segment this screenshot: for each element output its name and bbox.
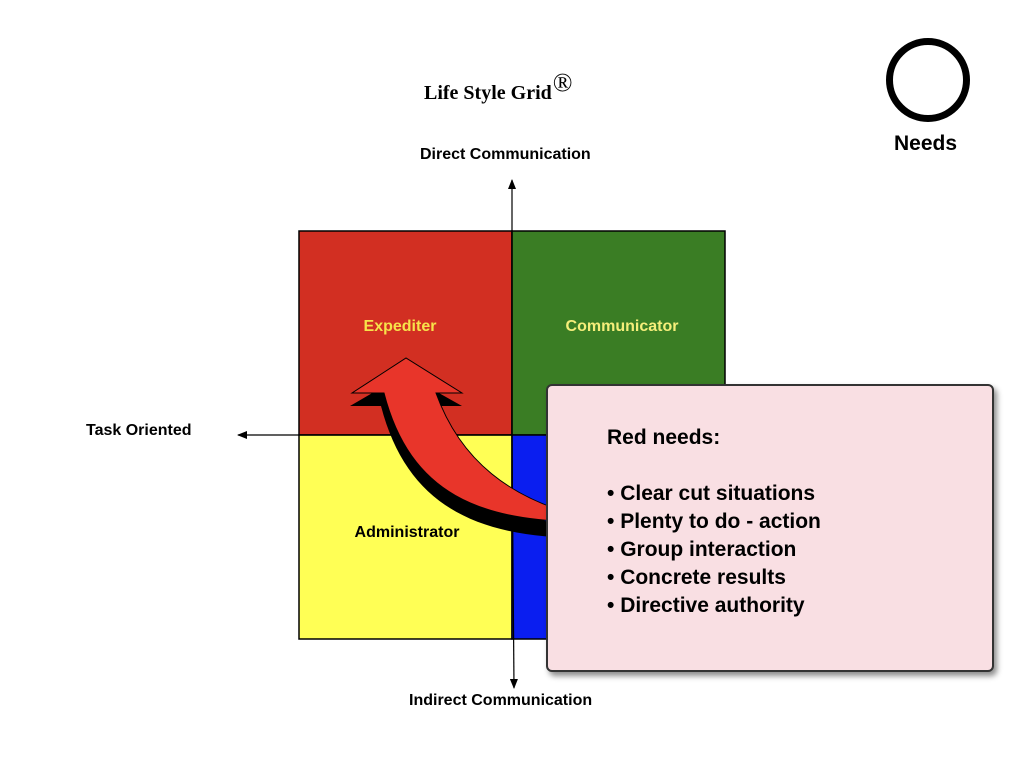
circle-icon [886, 38, 970, 122]
list-item: Group interaction [607, 536, 821, 564]
quadrant-label-communicator: Communicator [566, 318, 679, 335]
curved-arrow [350, 357, 589, 523]
needs-list: Clear cut situations Plenty to do - acti… [607, 480, 821, 620]
registered-mark: ® [552, 68, 573, 97]
axis-label-bottom: Indirect Communication [409, 692, 593, 709]
quadrant-label-expediter: Expediter [364, 318, 437, 335]
diagram-title-text: Life Style Grid [424, 82, 552, 104]
list-item: Directive authority [607, 592, 821, 620]
axis-label-left: Task Oriented [86, 422, 192, 439]
needs-badge: Needs [884, 38, 972, 163]
callout-heading: Red needs: [607, 426, 721, 449]
diagram-title: Life Style Grid® [424, 68, 644, 116]
axis-label-top: Direct Communication [420, 146, 591, 163]
vertical-axis-down [509, 434, 518, 689]
list-item: Concrete results [607, 564, 821, 592]
list-item: Plenty to do - action [607, 508, 821, 536]
needs-label: Needs [894, 132, 958, 155]
list-item: Clear cut situations [607, 480, 821, 508]
quadrant-label-administrator: Administrator [355, 524, 460, 541]
needs-callout: Red needs: Clear cut situations Plenty t… [546, 384, 994, 672]
